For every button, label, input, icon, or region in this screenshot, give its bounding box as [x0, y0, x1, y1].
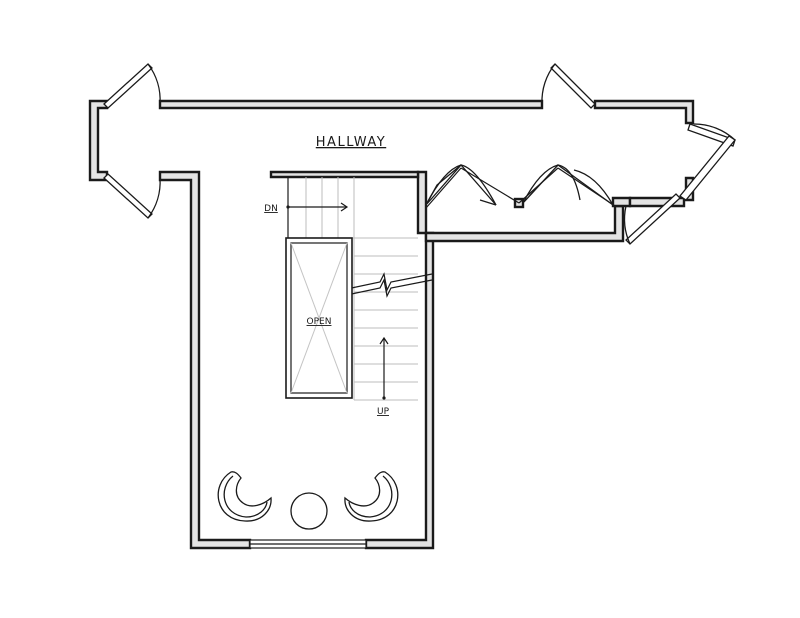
- lounge-chair-left: [217, 471, 272, 522]
- door-top-left: [103, 63, 161, 109]
- stair-break-line: [341, 272, 433, 298]
- open-stairwell: [285, 237, 353, 399]
- down-arrow: [286, 202, 349, 212]
- hallway-label: HALLWAY: [316, 135, 386, 150]
- open-label: OPEN: [307, 317, 332, 327]
- door-top-right: [541, 63, 596, 109]
- up-arrow: [379, 336, 389, 400]
- lounge-chair-right: [344, 471, 399, 522]
- down-label: DN: [264, 204, 278, 214]
- door-bottom-left: [103, 173, 161, 219]
- side-table: [290, 492, 328, 530]
- closet-bifold-doors: [425, 164, 616, 209]
- left-end-wall: [88, 99, 109, 182]
- stair-up-treads: [353, 238, 418, 401]
- up-label: UP: [377, 407, 390, 417]
- top-wall: [158, 99, 695, 125]
- bottom-window: [249, 539, 367, 549]
- door-right-lower: [623, 135, 736, 245]
